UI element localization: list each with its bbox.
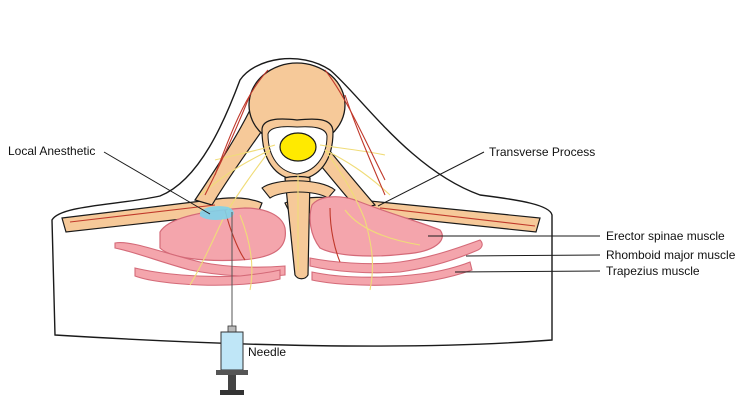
syringe-flange [216, 370, 248, 375]
label-needle: Needle [248, 345, 286, 359]
label-rhomboid-major-muscle: Rhomboid major muscle [606, 248, 736, 262]
label-erector-spinae-muscle: Erector spinae muscle [606, 229, 725, 243]
label-local-anesthetic: Local Anesthetic [8, 144, 95, 158]
syringe-plunger-cap [220, 390, 244, 395]
spinal-cord [280, 133, 316, 161]
label-trapezius-muscle: Trapezius muscle [606, 264, 700, 278]
syringe-plunger-rod [228, 375, 236, 391]
syringe-tip [228, 326, 236, 332]
syringe [216, 326, 248, 395]
syringe-barrel [221, 332, 243, 370]
label-transverse-process: Transverse Process [489, 145, 595, 159]
